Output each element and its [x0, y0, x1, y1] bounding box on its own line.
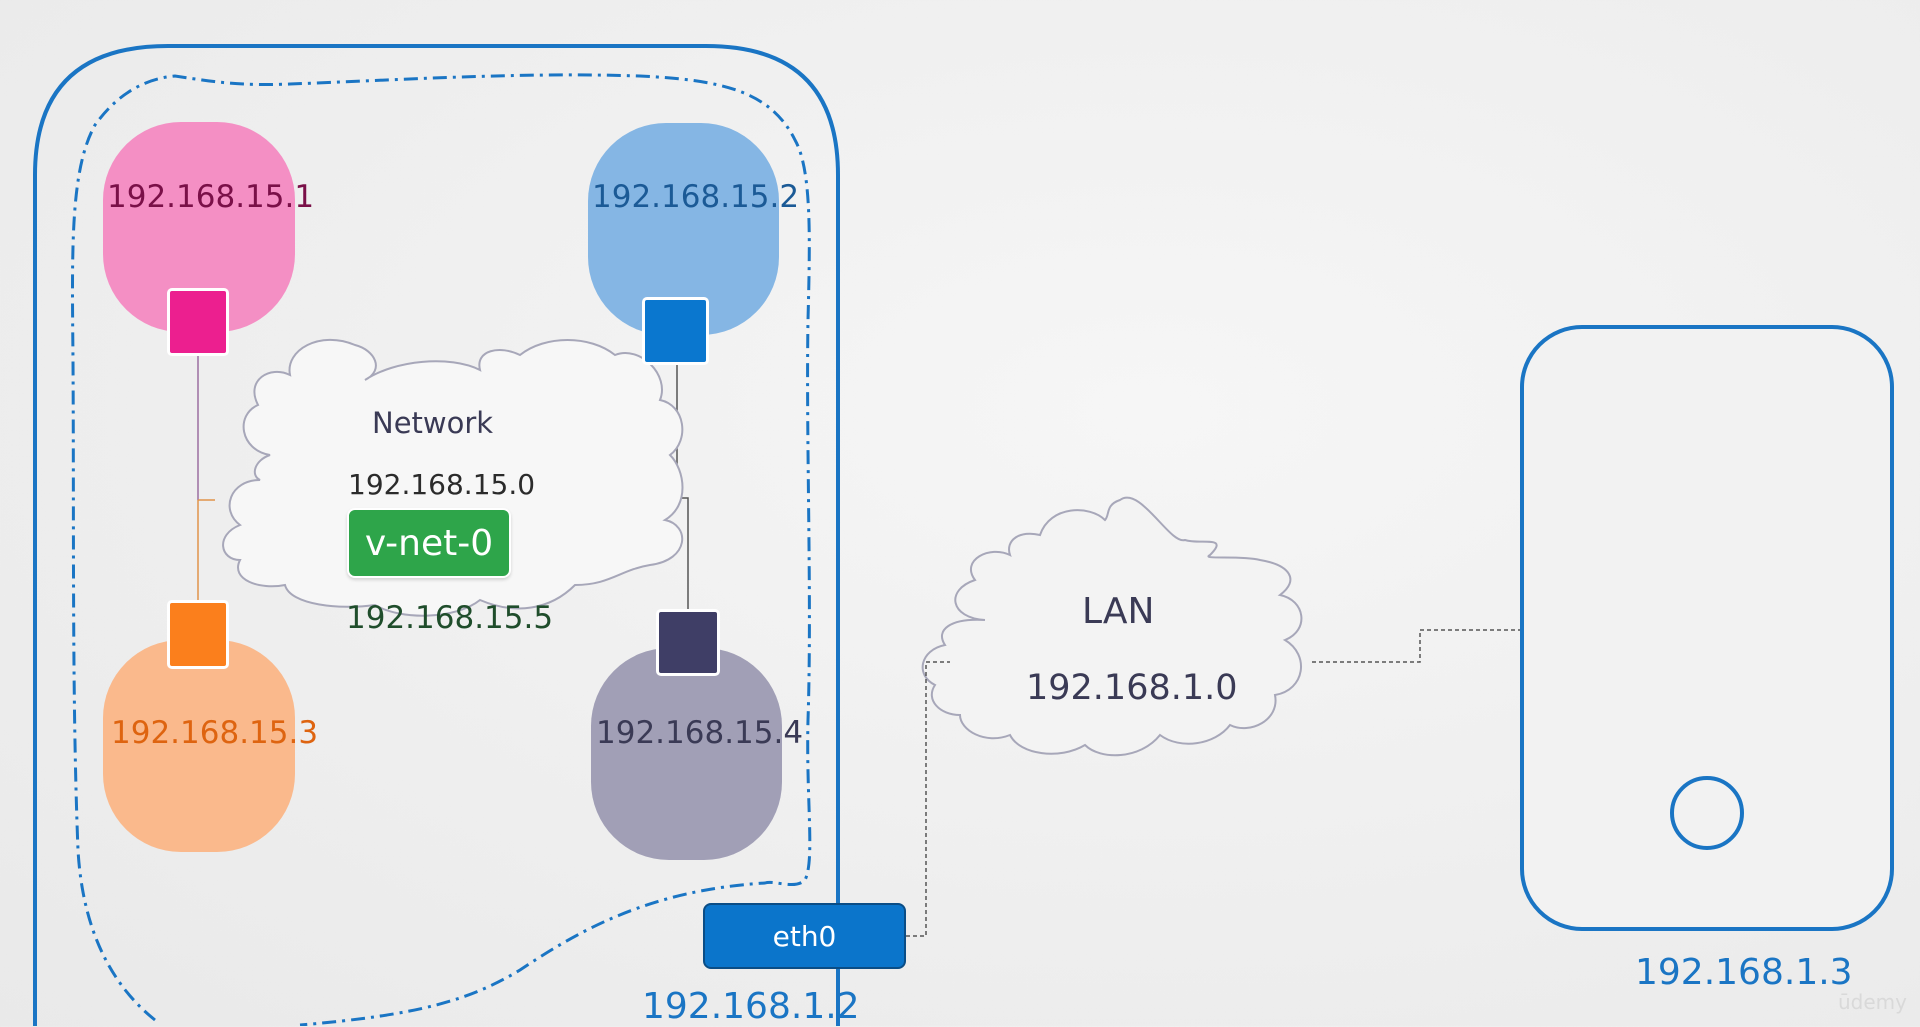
eth0-interface[interactable]: eth0	[703, 903, 906, 969]
network-title: Network	[372, 406, 494, 440]
pod-2-port	[642, 297, 709, 365]
udemy-watermark: ūdemy	[1838, 990, 1907, 1014]
lan-to-host2-link	[1312, 629, 1522, 663]
pod-2-ip: 192.168.15.2	[592, 179, 800, 215]
pod-1-port	[167, 288, 229, 356]
eth0-to-lan-link	[906, 661, 950, 937]
host-2-ip: 192.168.1.3	[1635, 952, 1853, 993]
bridge-v-net-0[interactable]: v-net-0	[347, 508, 511, 578]
pod-4-body	[591, 648, 782, 860]
host-1-box	[33, 44, 840, 1026]
host-2-button-icon	[1670, 776, 1744, 850]
pod-4-ip: 192.168.15.4	[596, 715, 804, 751]
network-subnet: 192.168.15.0	[348, 468, 536, 501]
lan-subnet: 192.168.1.0	[1026, 668, 1238, 708]
network-cloud	[222, 338, 684, 617]
pod-2-body	[588, 123, 779, 335]
pod-4-port	[656, 609, 720, 676]
pod-1-body	[103, 122, 295, 332]
pod-3-port	[167, 600, 229, 669]
pod-3-body	[103, 640, 295, 852]
pod-1-ip: 192.168.15.1	[107, 179, 315, 215]
lan-cloud	[921, 496, 1303, 757]
pod-network-boundary	[71, 73, 812, 1026]
host-2-box	[1520, 325, 1894, 931]
lan-title: LAN	[1082, 591, 1155, 632]
bridge-ip: 192.168.15.5	[346, 600, 554, 636]
host-1-ip: 192.168.1.2	[642, 986, 860, 1027]
wire-pod4	[677, 497, 689, 615]
pod-3-ip: 192.168.15.3	[111, 715, 319, 751]
